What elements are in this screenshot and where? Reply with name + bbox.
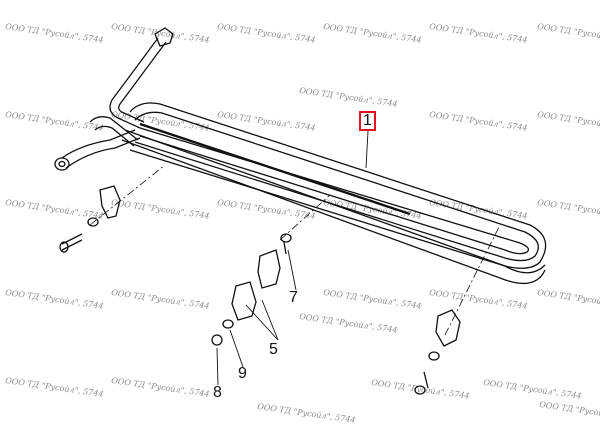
cooler-loops [121,102,547,285]
outlet-tube [54,116,141,171]
part-label-8[interactable]: 8 [213,384,222,401]
part-label-9[interactable]: 9 [238,365,247,382]
leader-lines [216,130,369,386]
part-label-7[interactable]: 7 [289,289,298,306]
part-callout-1[interactable]: 1 [359,111,376,131]
bracket-left [59,185,121,253]
part-label-5[interactable]: 5 [269,341,278,358]
bracket-center [211,233,292,346]
inlet-tube [109,27,174,129]
center-lines [89,164,501,336]
bracket-right [414,309,461,395]
